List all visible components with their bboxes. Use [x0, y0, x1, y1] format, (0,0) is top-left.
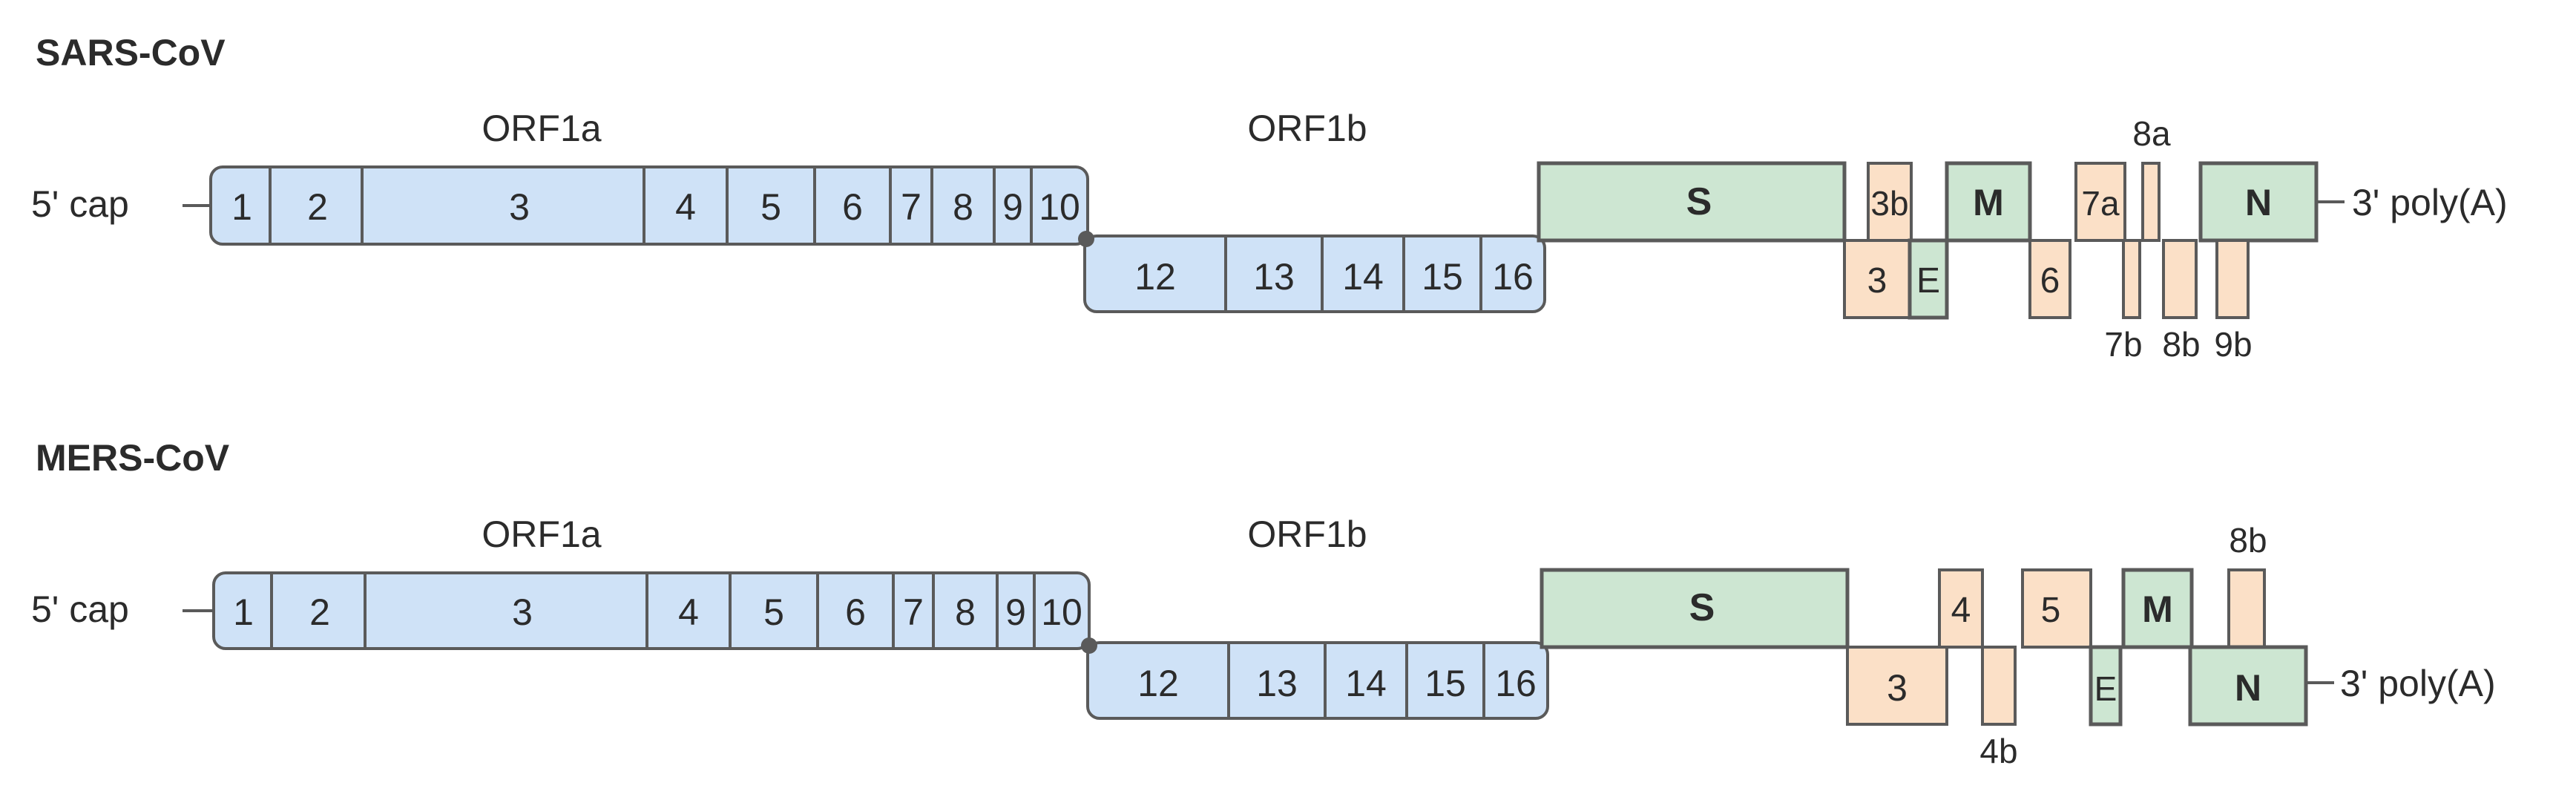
orf1a-box [209, 165, 1089, 246]
gene-6-box [2028, 239, 2071, 319]
gene-s-box [1537, 161, 1847, 243]
orf1a-label: ORF1a [482, 108, 601, 149]
gene-e-box [1908, 238, 1949, 320]
nsp-4-label: 4 [675, 186, 696, 228]
gene-5-box [2021, 568, 2092, 649]
nsp-9-label: 9 [1002, 186, 1023, 228]
orf1a-box [212, 571, 1091, 650]
gene-6-label: 6 [2040, 261, 2060, 301]
gene-n-box [2188, 645, 2308, 727]
gene-8b-box [2162, 239, 2198, 319]
gene-8a-label: 8a [2132, 114, 2171, 153]
orf1a-label: ORF1a [482, 514, 601, 555]
gene-3-label: 3 [1867, 261, 1887, 301]
nsp-10-label: 10 [1041, 591, 1082, 633]
gene-n-label: N [2245, 182, 2272, 223]
nsp-8-label: 8 [955, 591, 976, 633]
gene-8b-label: 8b [2162, 325, 2200, 364]
gene-4-box [1938, 568, 1984, 649]
nsp-13-label: 13 [1253, 256, 1295, 298]
gene-m-label: M [2142, 588, 2173, 630]
five-prime-cap-label: 5' cap [31, 588, 129, 630]
gene-4-label: 4 [1951, 591, 1971, 630]
nsp-12-label: 12 [1137, 663, 1179, 704]
gene-e-label: E [2094, 669, 2117, 708]
gene-7b-box [2122, 239, 2141, 319]
gene-m-box [1945, 161, 2032, 243]
nsp-1-label: 1 [231, 186, 252, 228]
nsp-13-label: 13 [1256, 663, 1298, 704]
frameshift-junction [1078, 231, 1094, 247]
gene-7a-label: 7a [2081, 184, 2120, 223]
gene-3-box [1843, 239, 1911, 319]
three-prime-polya-label: 3' poly(A) [2340, 663, 2496, 704]
orf1b-box [1083, 234, 1546, 313]
frameshift-junction [1081, 637, 1097, 654]
nsp-6-label: 6 [842, 186, 863, 228]
orf1b-block: 12 13 14 15 16 [1078, 231, 1546, 313]
nsp-2-label: 2 [307, 186, 328, 228]
mers-cov-genome: MERS-CoV ORF1a ORF1b 5' cap 1 2 3 4 5 6 … [31, 437, 2496, 770]
gene-e-box [2089, 645, 2123, 727]
gene-s-box [1540, 568, 1850, 649]
orf1b-box [1086, 641, 1549, 720]
gene-8b-label: 8b [2229, 521, 2267, 560]
nsp-12-label: 12 [1134, 256, 1176, 298]
nsp-14-label: 14 [1345, 663, 1387, 704]
orf1b-label: ORF1b [1247, 514, 1367, 555]
nsp-8-label: 8 [953, 186, 973, 228]
nsp-3-label: 3 [512, 591, 533, 633]
gene-8b-box [2227, 568, 2266, 649]
gene-s-label: S [1689, 586, 1715, 629]
gene-m-label: M [1973, 182, 2004, 223]
orf1b-label: ORF1b [1247, 108, 1367, 149]
gene-4b-label: 4b [1979, 732, 2017, 770]
nsp-3-label: 3 [509, 186, 530, 228]
gene-s-label: S [1686, 180, 1712, 223]
five-prime-cap-label: 5' cap [31, 183, 129, 225]
structural-genes: S 3 4 4b 5 E M 8b N [1540, 521, 2308, 770]
gene-3b-box [1867, 162, 1913, 242]
gene-n-label: N [2235, 667, 2261, 709]
gene-4b-box [1981, 646, 2017, 726]
gene-7a-box [2074, 162, 2126, 242]
gene-5-label: 5 [2041, 591, 2061, 630]
orf1b-block: 12 13 14 15 16 [1081, 637, 1549, 720]
gene-9b-box [2215, 239, 2250, 319]
gene-7b-label: 7b [2104, 325, 2142, 364]
nsp-6-label: 6 [845, 591, 866, 633]
gene-m-box [2121, 568, 2194, 649]
sars-cov-genome: SARS-CoV ORF1a ORF1b 5' cap 1 2 3 4 5 6 … [31, 32, 2508, 364]
structural-genes: S 3b 3 E M 6 7a 7b 8a 8b N 9b [1537, 114, 2319, 364]
gene-3b-label: 3b [1870, 184, 1908, 223]
orf1a-block: 1 2 3 4 5 6 7 8 9 10 [212, 571, 1091, 650]
genome-title: MERS-CoV [36, 437, 230, 479]
nsp-16-label: 16 [1495, 663, 1537, 704]
nsp-10-label: 10 [1039, 186, 1080, 228]
nsp-2-label: 2 [309, 591, 330, 633]
gene-8a-box [2141, 162, 2161, 242]
genome-title: SARS-CoV [36, 32, 226, 73]
nsp-16-label: 16 [1492, 256, 1534, 298]
gene-9b-label: 9b [2214, 325, 2252, 364]
nsp-9-label: 9 [1005, 591, 1026, 633]
nsp-1-label: 1 [233, 591, 254, 633]
nsp-4-label: 4 [678, 591, 699, 633]
orf1a-block: 1 2 3 4 5 6 7 8 9 10 [209, 165, 1089, 246]
nsp-5-label: 5 [760, 186, 781, 228]
gene-e-label: E [1916, 261, 1940, 301]
three-prime-polya-label: 3' poly(A) [2352, 182, 2508, 223]
nsp-15-label: 15 [1425, 663, 1466, 704]
gene-3-label: 3 [1887, 667, 1908, 709]
gene-3-box [1846, 646, 1948, 726]
nsp-15-label: 15 [1422, 256, 1463, 298]
nsp-14-label: 14 [1342, 256, 1384, 298]
nsp-7-label: 7 [901, 186, 921, 228]
gene-n-box [2198, 161, 2319, 243]
nsp-5-label: 5 [763, 591, 784, 633]
nsp-7-label: 7 [903, 591, 924, 633]
